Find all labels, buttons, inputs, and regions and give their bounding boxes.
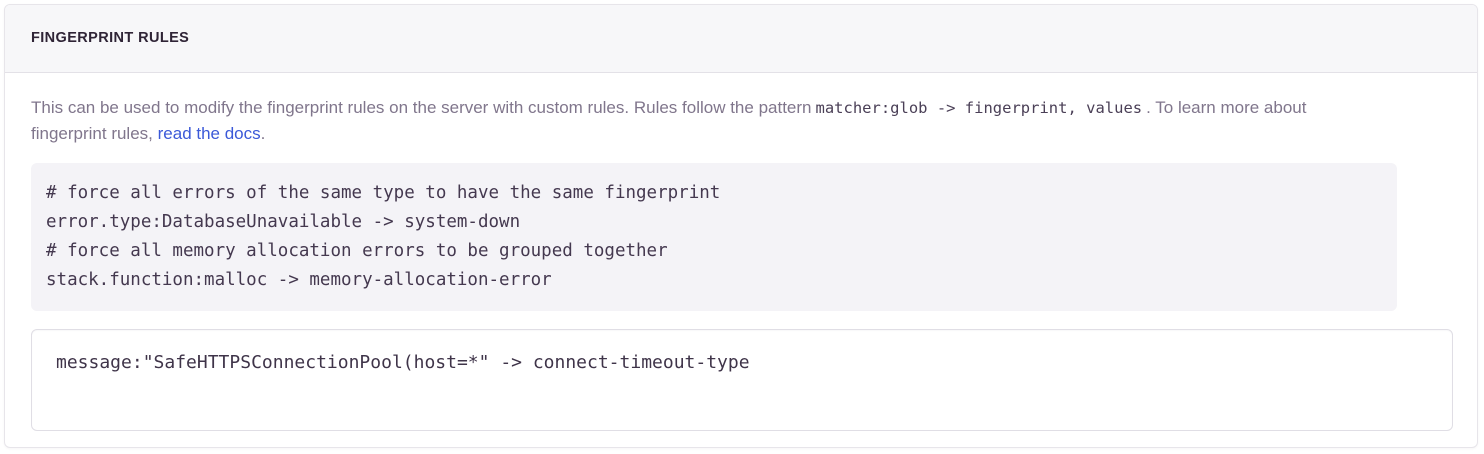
field-description: This can be used to modify the fingerpri… (31, 95, 1381, 147)
pattern-inline-code: matcher:glob -> fingerprint, values (815, 99, 1143, 117)
fingerprint-rules-panel: FINGERPRINT RULES This can be used to mo… (4, 4, 1478, 448)
page-title: FINGERPRINT RULES (31, 30, 190, 47)
read-the-docs-link[interactable]: read the docs (157, 124, 261, 143)
example-code-block: # force all errors of the same type to h… (31, 163, 1397, 311)
panel-header: FINGERPRINT RULES (5, 5, 1477, 73)
description-text-end: . (260, 124, 266, 143)
example-code-text: # force all errors of the same type to h… (46, 183, 721, 290)
panel-body: This can be used to modify the fingerpri… (5, 73, 1477, 431)
description-text-lead: This can be used to modify the fingerpri… (31, 98, 812, 117)
description-text-middle: . To learn more about fingerprint rules, (31, 98, 1307, 143)
fingerprint-rules-input[interactable] (31, 329, 1453, 431)
